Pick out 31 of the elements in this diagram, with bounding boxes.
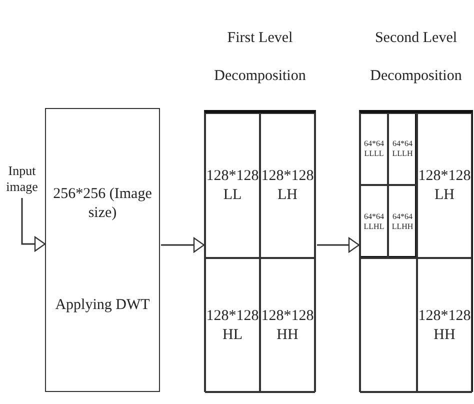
cell-text: 128*128 LL <box>206 166 259 204</box>
subband-cell <box>417 113 472 258</box>
process-box <box>45 108 160 392</box>
subband-cell <box>388 113 417 185</box>
panel-heading: First Level Decomposition <box>213 29 307 86</box>
cell-text: 128*128 LH <box>418 166 471 204</box>
subband-cell <box>205 113 260 258</box>
input-label: Input image <box>5 163 39 196</box>
cell-text: Applying DWT <box>54 296 151 315</box>
subband-cell <box>205 258 260 393</box>
cell-text: 128*128 HH <box>261 306 314 344</box>
cell-text: 64*64 LLHL <box>362 212 386 232</box>
cell-text: 64*64 LLLH <box>391 139 414 159</box>
panel-heading: Second Level Decomposition <box>369 29 463 86</box>
arrow <box>21 198 46 252</box>
cell-text: 128*128 HL <box>206 306 259 344</box>
subband-cell <box>360 113 388 185</box>
subband-cell <box>260 258 315 393</box>
cell-text: 128*128 HH <box>418 306 471 344</box>
subband-cell <box>360 258 417 393</box>
subband-cell <box>417 258 472 393</box>
arrow <box>317 237 360 253</box>
cell-text: 128*128 LH <box>261 166 314 204</box>
subband-cell <box>260 113 315 258</box>
cell-text: 64*64 LLHH <box>390 212 414 232</box>
cell-text: 256*256 (Image size) <box>52 185 153 223</box>
subband-cell <box>388 185 417 258</box>
subband-cell <box>360 185 388 258</box>
subband-cell <box>360 113 417 258</box>
arrow <box>161 237 205 253</box>
cell-text: 64*64 LLLL <box>363 139 385 159</box>
